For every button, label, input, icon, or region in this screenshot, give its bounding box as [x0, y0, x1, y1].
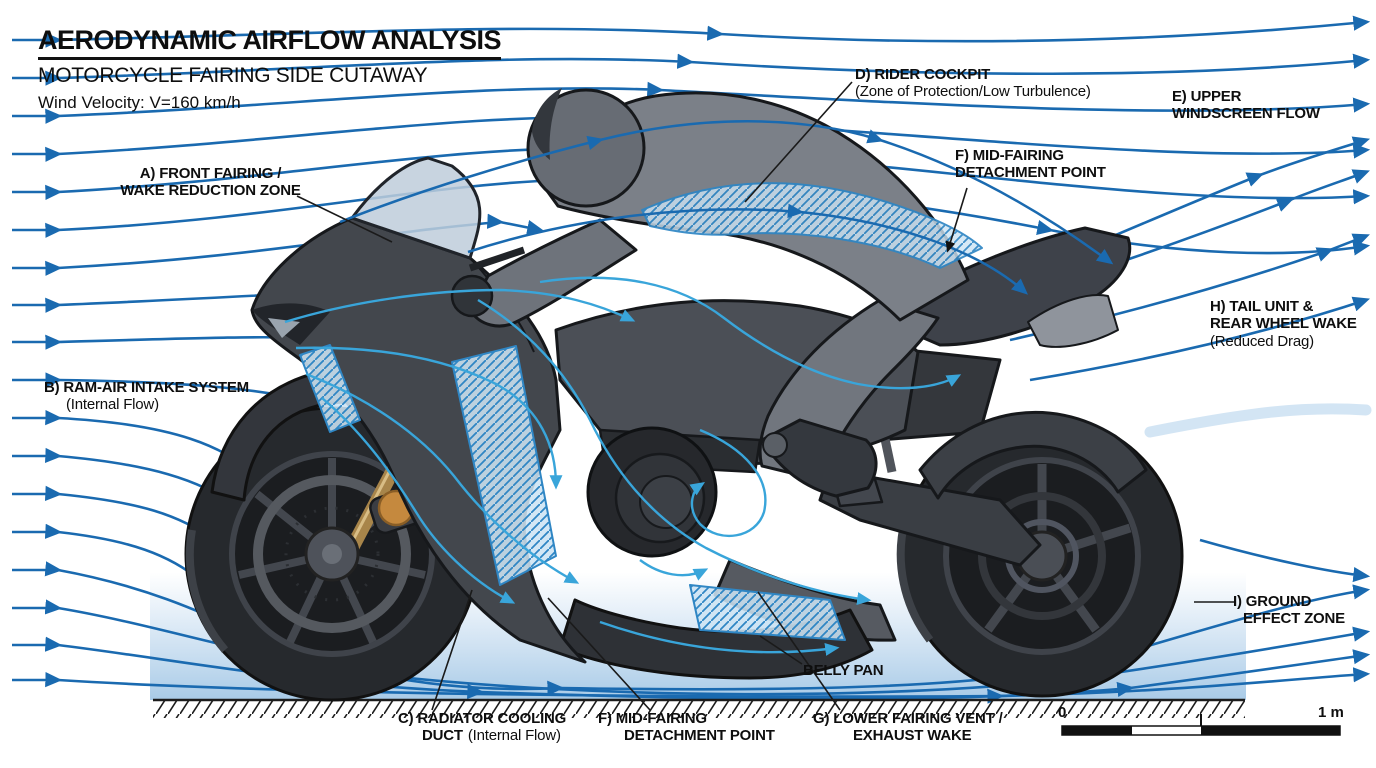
callout-f-lower: F) MID-FAIRING DETACHMENT POINT	[598, 710, 775, 745]
callout-h: H) TAIL UNIT & REAR WHEEL WAKE (Reduced …	[1210, 298, 1357, 350]
callout-f-upper-line1: F) MID-FAIRING	[955, 147, 1064, 164]
leader-c	[431, 589, 473, 711]
callout-e: E) UPPER WINDSCREEN FLOW	[1172, 88, 1320, 123]
diagram-title: AERODYNAMIC AIRFLOW ANALYSIS	[38, 26, 502, 61]
scale-start-label: 0	[1058, 704, 1067, 721]
callout-a-line1: A) FRONT FAIRING /	[139, 165, 282, 182]
radiator-duct-hatch	[299, 344, 846, 641]
callout-d: D) RIDER COCKPIT (Zone of Protection/Low…	[855, 66, 1091, 101]
callout-e-line2: WINDSCREEN FLOW	[1172, 105, 1320, 123]
leader-belly-pan	[759, 635, 803, 665]
callout-g-line2: EXHAUST WAKE	[853, 727, 972, 745]
leader-f-lower	[547, 597, 651, 711]
callout-b: B) RAM-AIR INTAKE SYSTEM (Internal Flow)	[44, 379, 249, 414]
callout-d-line2: (Zone of Protection/Low Turbulence)	[855, 83, 1091, 101]
callout-a: A) FRONT FAIRING / WAKE REDUCTION ZONE	[118, 165, 303, 200]
leader-lines-group	[296, 81, 1236, 711]
engine-block	[586, 426, 762, 558]
callout-h-line2: REAR WHEEL WAKE	[1210, 315, 1357, 333]
leader-a	[296, 195, 393, 243]
rear-hugger	[918, 410, 1148, 500]
leader-d	[744, 81, 853, 203]
header-block: AERODYNAMIC AIRFLOW ANALYSIS MOTORCYCLE …	[38, 26, 502, 113]
callout-c: C) RADIATOR COOLING DUCT(Internal Flow)	[398, 710, 566, 745]
scale-bar	[1061, 714, 1341, 736]
motorcycle-group	[184, 88, 1184, 702]
diagram-subtitle: MOTORCYCLE FAIRING SIDE CUTAWAY	[38, 64, 428, 88]
callout-f-upper: F) MID-FAIRING DETACHMENT POINT	[955, 147, 1106, 182]
callout-h-line1: H) TAIL UNIT &	[1210, 298, 1314, 315]
callout-c-line2-normal: (Internal Flow)	[467, 727, 561, 745]
callout-e-line1: E) UPPER	[1172, 88, 1242, 105]
leader-g	[757, 591, 841, 711]
internal-flow-group	[284, 276, 962, 656]
over-body-streamlines	[339, 120, 1114, 295]
rider-glove	[450, 274, 494, 318]
callout-b-line2: (Internal Flow)	[66, 396, 159, 414]
callout-g-line1: G) LOWER FAIRING VENT /	[813, 710, 1003, 727]
callout-i-line2: EFFECT ZONE	[1243, 610, 1345, 628]
callout-c-line1: C) RADIATOR COOLING	[398, 710, 567, 727]
callout-i-line1: I) GROUND	[1233, 593, 1312, 610]
wind-velocity-label: Wind Velocity: V=160 km/h	[38, 93, 241, 113]
callout-f-upper-line2: DETACHMENT POINT	[955, 164, 1106, 182]
callout-i: I) GROUND EFFECT ZONE	[1233, 593, 1345, 628]
callout-f-lower-line2: DETACHMENT POINT	[624, 727, 775, 745]
callout-f-lower-line1: F) MID-FAIRING	[598, 710, 707, 727]
leader-f-upper	[945, 187, 968, 253]
callout-c-line2-bold: DUCT	[422, 727, 463, 745]
callout-g: G) LOWER FAIRING VENT / EXHAUST WAKE	[813, 710, 1003, 745]
callout-h-line3: (Reduced Drag)	[1210, 332, 1314, 350]
callout-b-line1: B) RAM-AIR INTAKE SYSTEM	[44, 379, 249, 396]
label-belly-pan: BELLY PAN	[803, 662, 884, 679]
callout-a-line2: WAKE REDUCTION ZONE	[120, 182, 301, 200]
scale-end-label: 1 m	[1318, 704, 1344, 721]
callout-d-line1: D) RIDER COCKPIT	[855, 66, 991, 83]
